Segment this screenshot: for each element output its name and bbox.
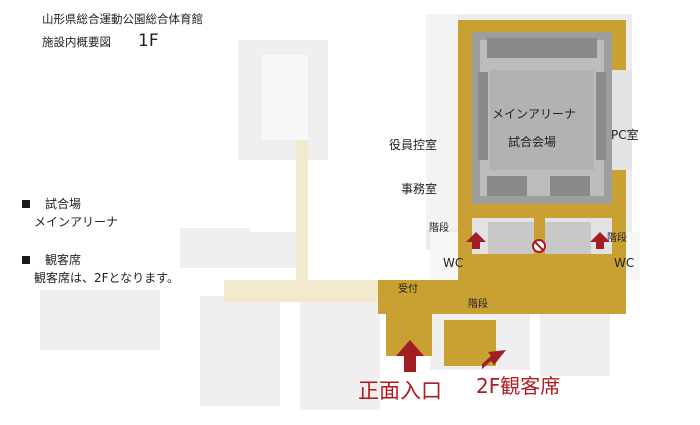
wc-right-room: [626, 232, 640, 280]
legend-heading-2: 観客席: [45, 253, 82, 267]
pc-room-strip: [612, 70, 632, 170]
corridors: [224, 140, 384, 302]
legend-detail-2: 観客席は、2Fとなります。: [34, 271, 179, 285]
arena-court: [490, 70, 594, 170]
seat-block-top: [487, 38, 597, 58]
vertical-corridor: [296, 140, 308, 280]
legend-heading-1: 試合場: [45, 197, 82, 211]
legend-bullet: [22, 256, 30, 264]
stairs-left-label: 階段: [429, 223, 449, 234]
match-venue-label: 試合会場: [508, 135, 557, 149]
pc-room-label: PC室: [611, 128, 639, 142]
upper-building-inner: [262, 55, 308, 140]
reception-label: 受付: [398, 284, 418, 295]
legend-bullet: [22, 200, 30, 208]
seat-block-left: [478, 72, 488, 160]
left-wing-bottom: [40, 290, 160, 350]
center-block-lower: [300, 300, 380, 410]
gold-left-passage: [458, 218, 472, 280]
gold-top-band: [458, 20, 626, 32]
wc-left-room: [430, 232, 458, 280]
stair-well-right: [545, 222, 591, 254]
stair-well-left: [488, 222, 534, 254]
no-entry-icon: [532, 239, 546, 253]
seat-block-bottom-right: [550, 176, 590, 196]
arrow-icon: [482, 350, 506, 369]
map-subtitle: 施設内概要図: [42, 35, 111, 49]
main-entrance-label: 正面入口: [358, 379, 442, 403]
gold-lower-connector: [472, 254, 612, 280]
wc-right-label: WC: [614, 256, 635, 270]
stairs-bottom-label: 階段: [468, 299, 488, 310]
arrows: [396, 232, 610, 372]
main-arena-label: メインアリーナ: [492, 107, 577, 121]
officials-room-label: 役員控室: [389, 138, 438, 152]
gold-stair-block: [444, 320, 496, 366]
spectator-2f-label: 2F観客席: [476, 374, 561, 398]
map-title: 山形県総合運動公園総合体育館: [42, 12, 203, 26]
surrounding-buildings: [40, 40, 610, 410]
left-wing-mid: [230, 232, 300, 268]
west-rooms: [426, 14, 458, 229]
arrow-icon: [396, 340, 424, 372]
stairs-right-label: 階段: [607, 233, 627, 244]
arrow-icon: [466, 232, 486, 249]
floor-label: 1F: [138, 31, 159, 51]
gold-right-passage: [612, 200, 626, 280]
wc-left-label: WC: [443, 256, 464, 270]
far-right-block: [540, 306, 610, 376]
legend-detail-1: メインアリーナ: [34, 215, 119, 229]
arrow-icon: [590, 232, 610, 249]
horizontal-corridor: [224, 280, 384, 302]
seat-block-bottom-left: [487, 176, 527, 196]
office-label: 事務室: [401, 182, 438, 196]
seat-block-right: [596, 72, 606, 160]
gold-lobby: [378, 280, 626, 314]
gold-left-band: [458, 20, 472, 220]
left-block-lower: [200, 296, 280, 406]
arena-seating: [478, 38, 606, 196]
